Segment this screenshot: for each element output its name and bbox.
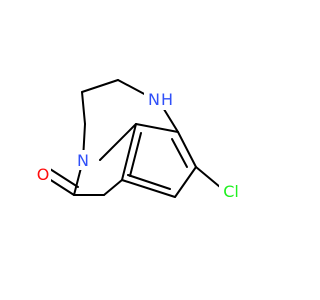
atom-label-chlorine: Cl [223,182,239,201]
bond-c11-c12 [174,166,197,198]
bond-c6-c11 [177,131,197,168]
bond-c9-c10 [103,179,123,196]
bond-c12-c10 [121,179,176,198]
bond-c6-c11-inner [171,138,188,168]
bond-n1-c7 [99,123,137,161]
bond-c12-c10-inner [127,174,171,190]
bond-c7-c10-inner [129,132,142,177]
bond-c3-c4 [81,79,119,93]
atom-label-n-ring: N [77,151,89,170]
molecule-structure: N N H O Cl [36,79,239,201]
bond-c7-c6 [135,123,179,133]
bond-n5-c6 [161,105,179,133]
bond-c8-o-b [49,168,79,188]
atom-label-oxygen: O [37,165,50,184]
atom-label-h-amine: H [161,90,173,109]
atom-label-n-amine: N [148,90,160,109]
bond-c7-c10 [121,123,137,181]
bond-c4-n5 [117,79,149,97]
bond-c11-cl [195,166,221,188]
structure-canvas: N N H O Cl [36,79,239,201]
bond-c2-c3 [81,91,86,125]
